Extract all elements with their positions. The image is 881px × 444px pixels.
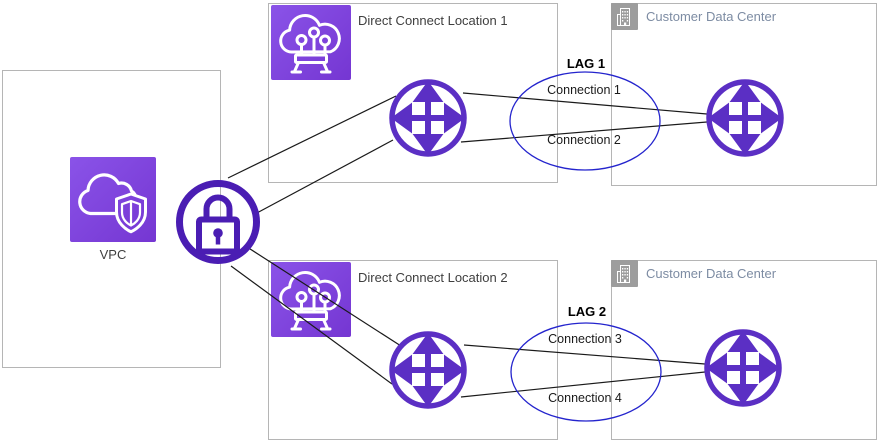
connection-3-label: Connection 3	[548, 332, 622, 346]
connection-2-label: Connection 2	[547, 133, 621, 147]
customer-data-center-2-title: Customer Data Center	[646, 266, 777, 281]
direct-connect-icon-1	[271, 5, 351, 80]
router-icon-dc-location-2	[389, 331, 467, 409]
direct-connect-icon-2	[271, 262, 351, 337]
router-icon-dc-location-1	[389, 79, 467, 157]
router-icon-customer-2	[704, 329, 782, 407]
lock-icon	[176, 180, 260, 264]
building-icon-2	[611, 260, 638, 287]
direct-connect-location-1-title: Direct Connect Location 1	[358, 13, 508, 28]
lag2-label: LAG 2	[567, 304, 607, 319]
customer-data-center-1-title: Customer Data Center	[646, 9, 777, 24]
vpc-cloud-shield-icon	[70, 157, 156, 242]
direct-connect-location-2-title: Direct Connect Location 2	[358, 270, 508, 285]
connection-4-label: Connection 4	[548, 391, 622, 405]
vpc-label: VPC	[99, 247, 127, 262]
router-icon-customer-1	[706, 79, 784, 157]
connection-1-label: Connection 1	[547, 83, 621, 97]
lag1-label: LAG 1	[566, 56, 606, 71]
building-icon-1	[611, 3, 638, 30]
